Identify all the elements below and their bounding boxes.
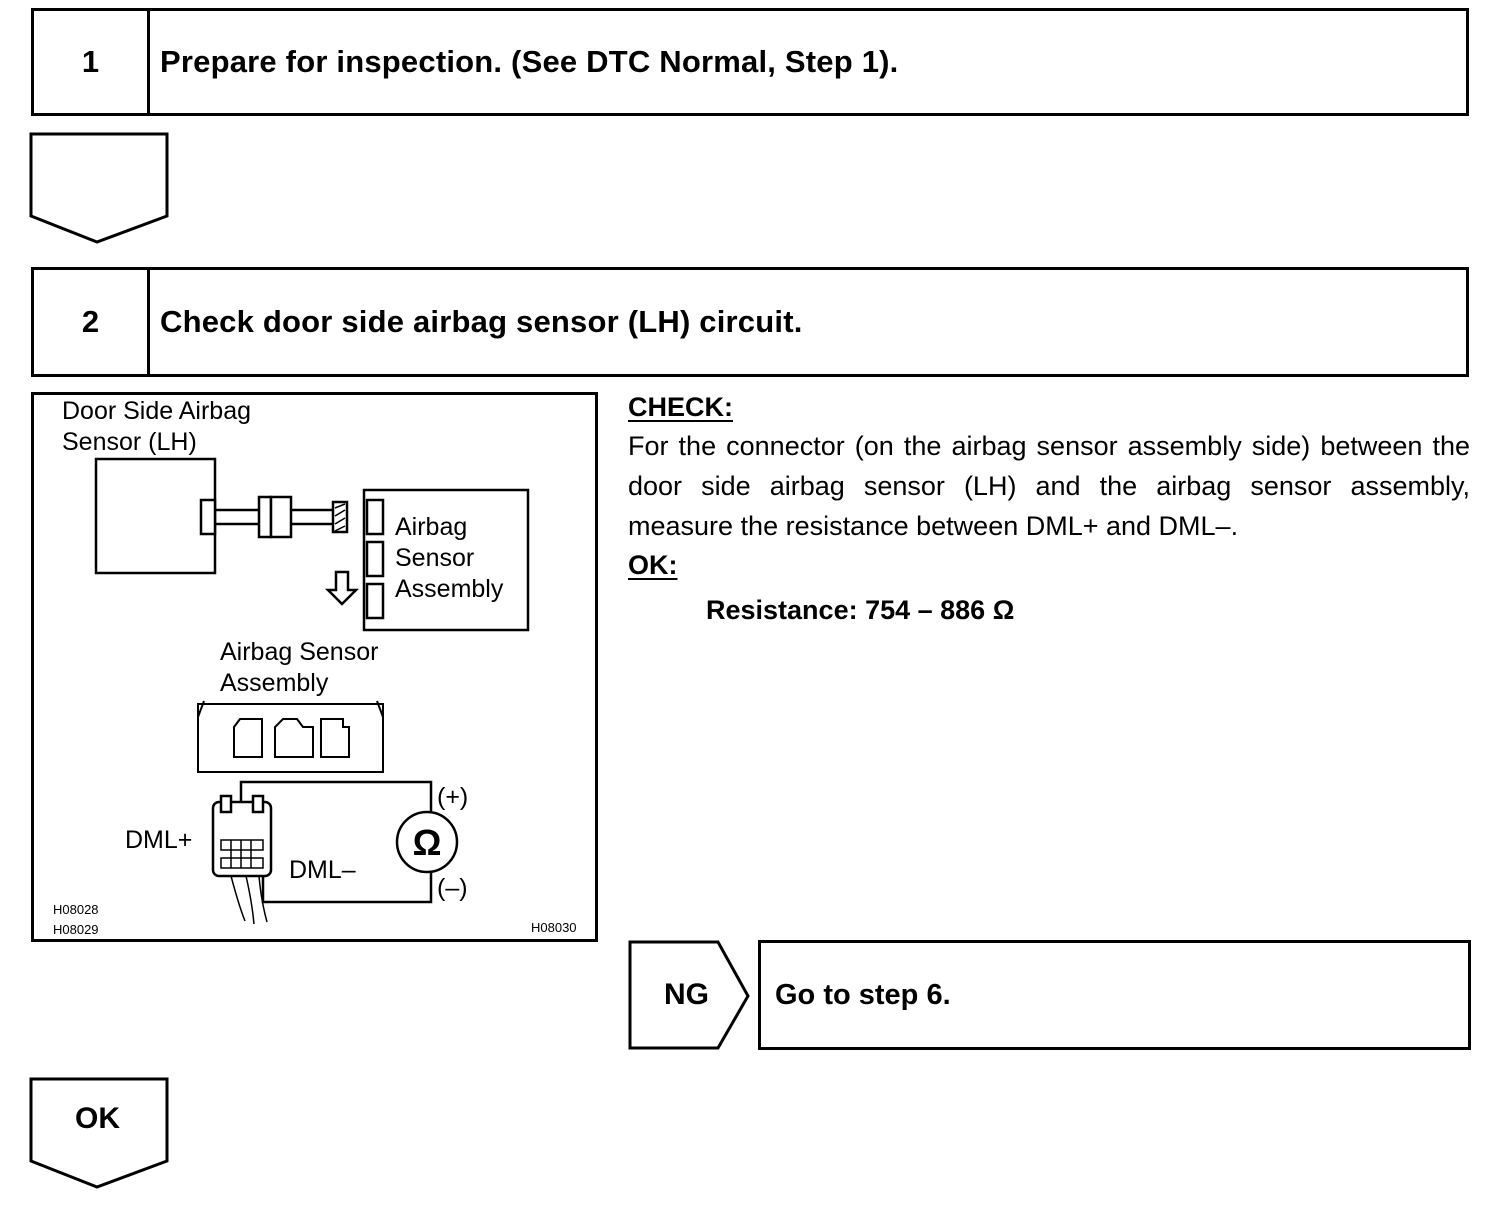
ng-action-box: Go to step 6. [758,940,1471,1050]
sensor-label-line1: Door Side Airbag [62,397,251,425]
ng-action-text: Go to step 6. [775,978,951,1011]
figure-code-1: H08028 [53,902,99,917]
terminal-minus-label: DML– [289,856,356,884]
ok-heading: OK: [628,550,678,580]
check-text: For the connector (on the airbag sensor … [628,431,1470,541]
assembly-label-line2: Sensor [395,544,474,572]
step-2-number: 2 [34,270,150,374]
step-1-title: Prepare for inspection. (See DTC Normal,… [160,44,899,79]
check-section: CHECK: For the connector (on the airbag … [628,388,1470,630]
connector-label-line1: Airbag Sensor [220,638,378,666]
resistance-spec: Resistance: 754 – 886 Ω [706,595,1015,625]
sensor-label-line2: Sensor (LH) [62,428,197,456]
connector-label-line2: Assembly [220,669,329,697]
airbag-assembly-drawing [324,488,530,632]
step-2-title: Check door side airbag sensor (LH) circu… [160,304,803,339]
ok-result-arrow [29,1077,169,1189]
meter-plus-label: (+) [437,783,468,811]
step-1-box: 1 Prepare for inspection. (See DTC Norma… [31,8,1469,116]
meter-minus-label: (–) [437,874,468,902]
check-heading: CHECK: [628,392,733,422]
inspection-figure: Door Side Airbag Sensor (LH) Airbag Sens… [31,392,598,942]
door-sensor-drawing [94,457,349,575]
connector-drawing [197,700,384,773]
ng-label: NG [664,978,709,1011]
figure-code-3: H08030 [531,920,577,935]
ng-result-arrow [628,940,750,1050]
assembly-label-line3: Assembly [395,575,504,603]
assembly-label-line1: Airbag [395,513,467,541]
figure-code-2: H08029 [53,922,99,937]
ok-label: OK [75,1102,120,1135]
ohm-meter-symbol: Ω [413,822,442,863]
step-1-number: 1 [34,11,150,113]
flow-arrow-down [29,132,169,244]
meter-circuit [211,780,459,925]
step-2-box: 2 Check door side airbag sensor (LH) cir… [31,267,1469,377]
terminal-plus-label: DML+ [125,826,192,854]
